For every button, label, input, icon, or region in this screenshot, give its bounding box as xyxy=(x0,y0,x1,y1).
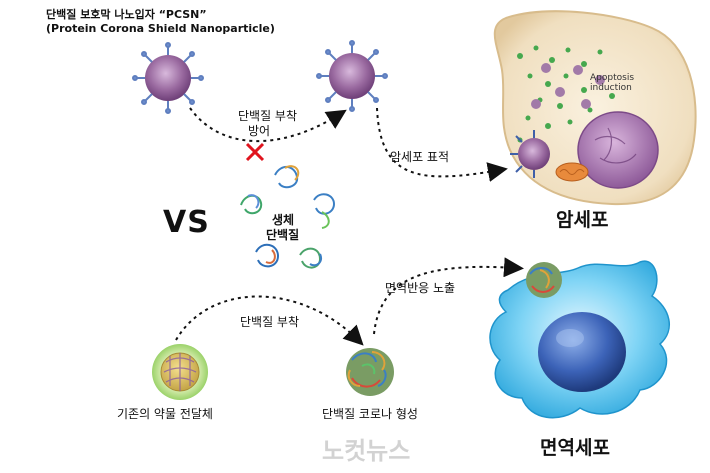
label-cancer-targeting: 암세포 표적 xyxy=(390,150,450,164)
blocked-x-icon xyxy=(245,142,265,162)
label-existing-carrier: 기존의 약물 전달체 xyxy=(117,407,213,421)
label-apoptosis: Apoptosis induction xyxy=(590,73,635,94)
pcsn-particle-icon xyxy=(132,42,204,114)
watermark: 노컷뉴스 xyxy=(322,437,411,465)
cancer-cell-illustration xyxy=(493,10,697,206)
label-protein-attach: 단백질 부착 xyxy=(240,315,300,329)
immune-nucleus xyxy=(538,312,626,392)
immune-cell-illustration xyxy=(489,260,670,419)
label-immune-cell: 면역세포 xyxy=(540,437,610,459)
vs-label: VS xyxy=(163,205,210,240)
bio-protein-cluster-icon xyxy=(240,165,336,269)
label-bio-line2: 단백질 xyxy=(266,228,300,242)
label-attach-defense-line1: 단백질 부착 xyxy=(238,109,298,123)
title-english: (Protein Corona Shield Nanoparticle) xyxy=(46,22,275,35)
arrow-pcsn-transfer xyxy=(189,107,347,142)
label-attach-defense-line2: 방어 xyxy=(248,124,271,138)
label-cancer-cell: 암세포 xyxy=(556,209,609,231)
existing-drug-carrier-icon xyxy=(152,344,208,400)
cancer-nucleus xyxy=(577,111,659,189)
label-bio-line1: 생체 xyxy=(272,213,295,227)
label-corona-formation: 단백질 코로나 형성 xyxy=(322,407,418,421)
protein-corona-particle-icon xyxy=(346,348,394,396)
title-korean: 단백질 보호막 나노입자 “PCSN” xyxy=(46,8,207,21)
label-immune-exposure: 면역반응 노출 xyxy=(385,281,456,295)
arrow-to-immune-cell xyxy=(373,257,524,335)
pcsn-particle-icon xyxy=(316,40,388,112)
arrow-to-cancer-cell xyxy=(376,107,508,182)
